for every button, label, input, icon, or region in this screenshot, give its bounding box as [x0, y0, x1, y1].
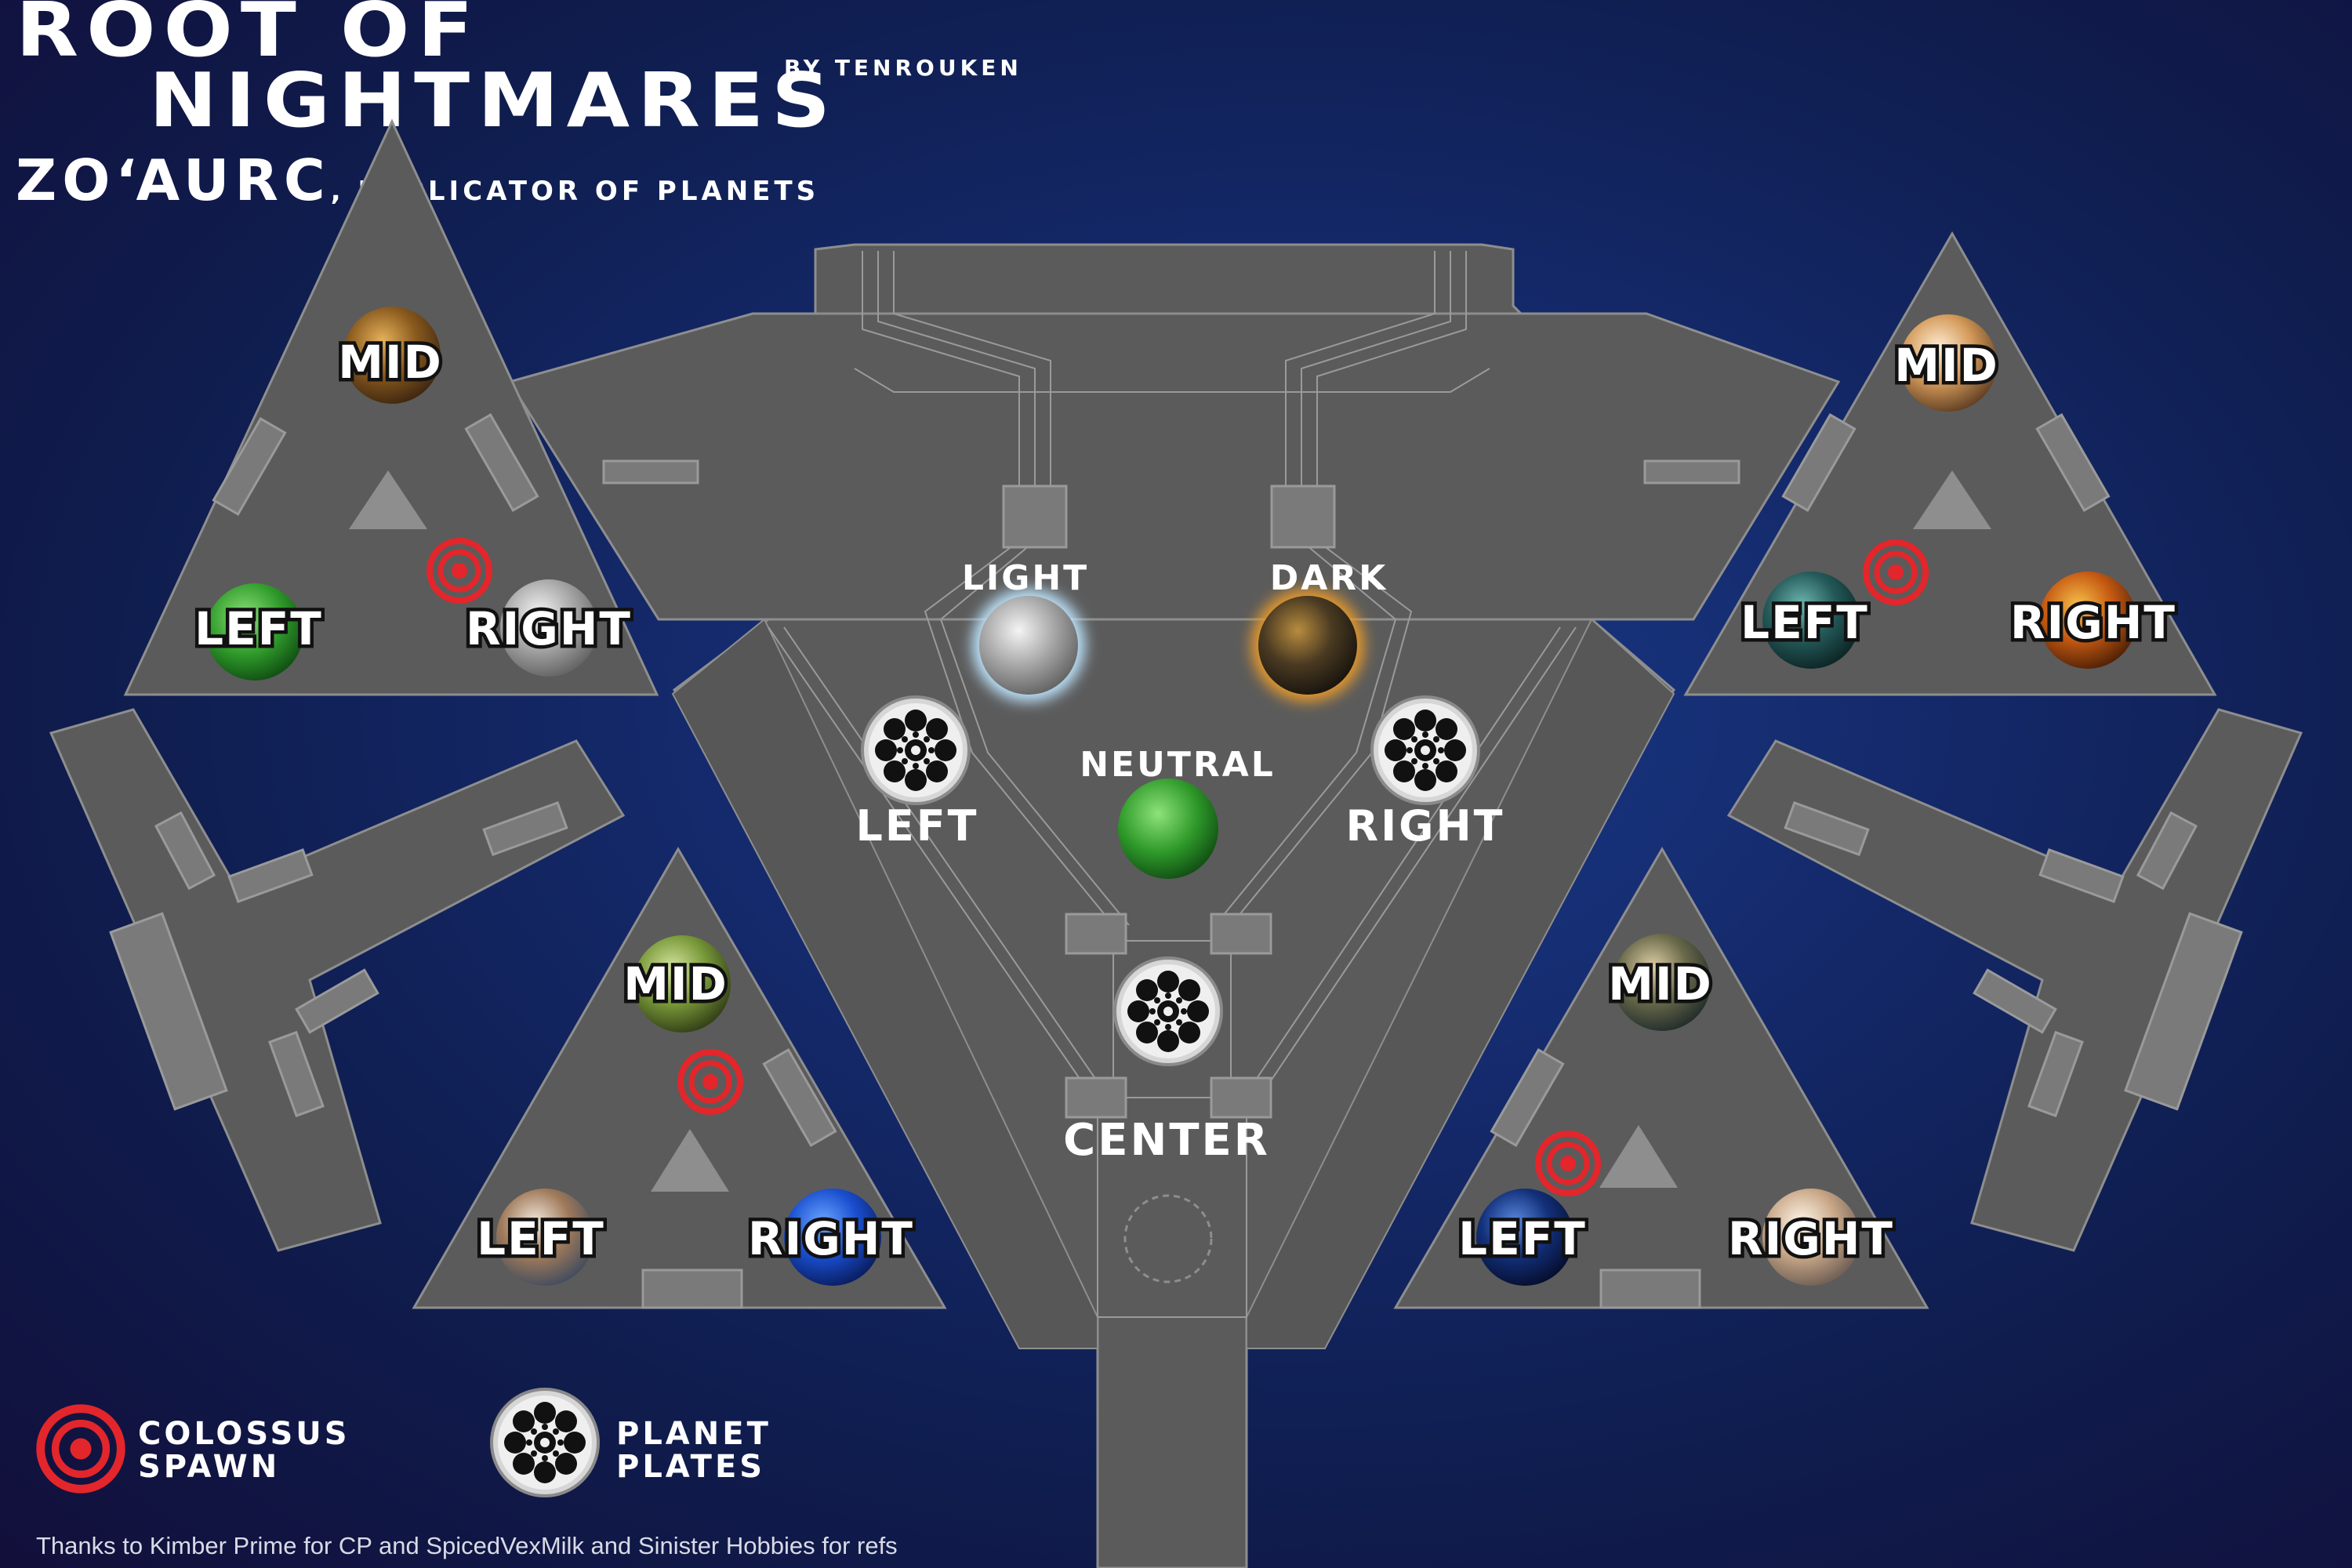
br-mid-planet-icon[interactable] — [1613, 934, 1711, 1031]
map-title-line2: NIGHTMARES — [149, 56, 839, 145]
tr-label-left: LEFT — [1740, 596, 1869, 649]
bl-label-mid: MID — [623, 957, 728, 1011]
legend-planet-plate-icon — [490, 1388, 600, 1497]
tl-left-planet-icon[interactable] — [206, 583, 303, 681]
label-light: LIGHT — [962, 558, 1089, 598]
central-platform — [507, 243, 1841, 1568]
label-plate-right: RIGHT — [1345, 801, 1504, 851]
legend-plates-line1: PLANET — [616, 1416, 771, 1452]
br-label-left: LEFT — [1458, 1212, 1587, 1265]
tl-label-right: RIGHT — [466, 602, 632, 655]
dark-planet-icon[interactable] — [1258, 596, 1357, 695]
island-top-left — [123, 118, 659, 696]
tl-right-planet-icon[interactable] — [500, 579, 597, 677]
planet-plate-left-icon[interactable] — [861, 695, 971, 805]
tl-label-left: LEFT — [194, 602, 323, 655]
left-bridge — [49, 708, 626, 1252]
br-label-right: RIGHT — [1728, 1212, 1894, 1265]
triangle-marker-icon — [651, 1129, 729, 1192]
bl-mid-planet-icon[interactable] — [633, 935, 731, 1033]
tr-label-right: RIGHT — [2010, 596, 2176, 649]
map-author: BY TENROUKEN — [784, 55, 1022, 81]
planet-plate-center-icon[interactable] — [1113, 956, 1223, 1066]
legend-colossus-label: COLOSSUS SPAWN — [138, 1417, 350, 1483]
tl-mid-planet-icon[interactable] — [343, 307, 441, 404]
tr-label-mid: MID — [1894, 339, 1998, 392]
tr-mid-planet-icon[interactable] — [1900, 314, 1997, 412]
br-left-planet-icon[interactable] — [1476, 1189, 1573, 1286]
bl-colossus-spawn-icon[interactable] — [681, 1052, 740, 1112]
neutral-planet-icon[interactable] — [1118, 779, 1218, 879]
legend-colossus-line2: SPAWN — [138, 1449, 281, 1485]
tr-left-planet-icon[interactable] — [1762, 572, 1860, 669]
triangle-marker-icon — [1913, 470, 1991, 529]
planet-plate-right-icon[interactable] — [1370, 695, 1480, 805]
bl-label-left: LEFT — [477, 1212, 605, 1265]
tl-colossus-spawn-icon[interactable] — [430, 541, 489, 601]
br-right-planet-icon[interactable] — [1762, 1189, 1860, 1286]
triangle-marker-icon — [1599, 1125, 1678, 1188]
right-bridge — [1726, 708, 2303, 1252]
tl-label-mid: MID — [338, 336, 442, 389]
label-neutral: NEUTRAL — [1080, 745, 1276, 785]
legend-plates-label: PLANET PLATES — [616, 1417, 771, 1483]
bl-label-right: RIGHT — [748, 1212, 914, 1265]
bl-right-planet-icon[interactable] — [784, 1189, 881, 1286]
boss-name-main: ZO‘AURC — [16, 147, 331, 213]
br-colossus-spawn-icon[interactable] — [1538, 1134, 1598, 1193]
label-dark: DARK — [1270, 558, 1388, 598]
label-plate-left: LEFT — [855, 801, 978, 851]
legend-plates-line2: PLATES — [616, 1449, 766, 1485]
tr-colossus-spawn-icon[interactable] — [1866, 543, 1926, 602]
map-title-line1: ROOT OF — [16, 0, 481, 74]
legend-colossus-spawn-icon — [36, 1404, 125, 1494]
bl-left-planet-icon[interactable] — [496, 1189, 593, 1286]
tr-right-planet-icon[interactable] — [2039, 572, 2136, 669]
triangle-marker-icon — [349, 470, 427, 529]
label-plate-center: CENTER — [1063, 1115, 1270, 1166]
light-planet-icon[interactable] — [979, 596, 1078, 695]
br-label-mid: MID — [1608, 957, 1712, 1011]
credits-text: Thanks to Kimber Prime for CP and Spiced… — [36, 1532, 898, 1559]
legend-colossus-line1: COLOSSUS — [138, 1416, 350, 1452]
